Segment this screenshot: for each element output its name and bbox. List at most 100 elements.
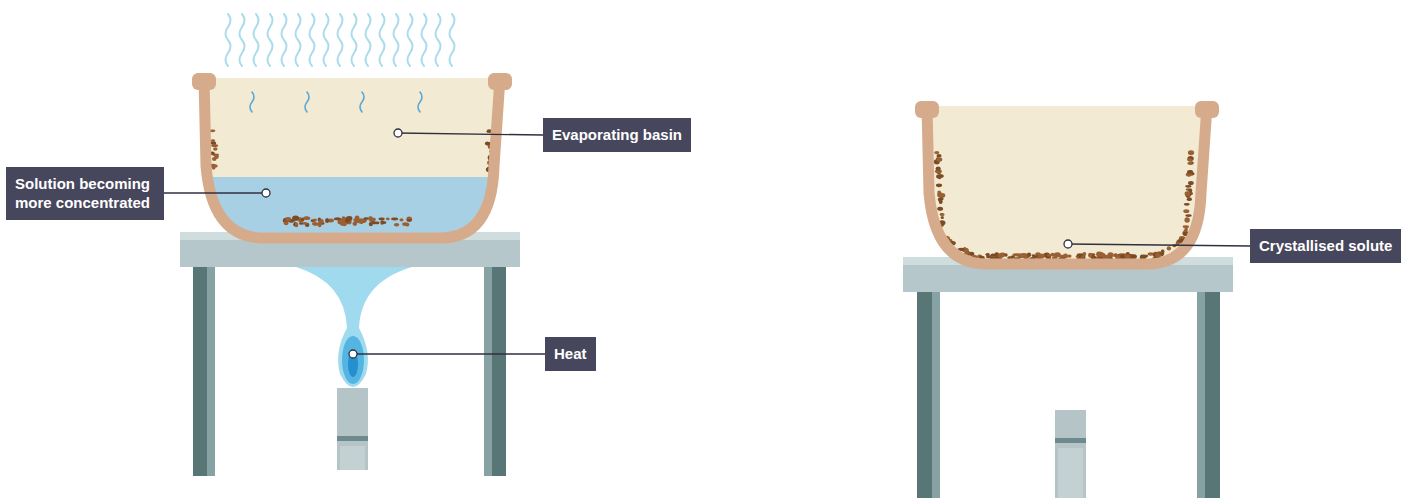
- crystal: [284, 221, 289, 225]
- tripod-stand: [1197, 290, 1220, 498]
- steam-wisp: [380, 14, 385, 66]
- crystal: [352, 222, 357, 226]
- leader-line: [1068, 244, 1250, 246]
- crystal: [1038, 254, 1044, 258]
- crystal: [1077, 253, 1083, 257]
- leader-lines: [164, 129, 1250, 358]
- bunsen-burner: [1055, 438, 1086, 443]
- crystal: [1102, 255, 1109, 259]
- evaporating-basin: [927, 106, 1207, 264]
- steam-wisp: [310, 14, 315, 66]
- steam-wisp: [296, 14, 301, 66]
- crystal: [381, 221, 386, 224]
- crystal: [299, 222, 304, 224]
- crystal: [313, 218, 317, 221]
- crystal: [1144, 255, 1148, 257]
- tripod-stand: [207, 265, 215, 476]
- label-text: Solution becoming more concentrated: [15, 174, 155, 213]
- bunsen-burner: [337, 436, 368, 441]
- crystal: [936, 166, 941, 170]
- crystal: [1187, 158, 1192, 162]
- label-text: Evaporating basin: [552, 125, 682, 145]
- crystal: [369, 222, 373, 226]
- callout-label: Heat: [545, 337, 596, 371]
- crystal: [359, 219, 363, 224]
- tripod-stand: [1197, 290, 1205, 498]
- callout-label: Evaporating basin: [543, 118, 691, 152]
- crystal: [936, 184, 942, 188]
- flame: [348, 351, 358, 377]
- crystal: [1161, 249, 1164, 253]
- crystal: [936, 157, 942, 162]
- label-text: Crystallised solute: [1259, 236, 1392, 256]
- crystal: [303, 216, 309, 219]
- steam-wisp: [450, 14, 455, 66]
- crystal: [938, 193, 945, 198]
- crystal: [285, 217, 291, 221]
- crystal: [391, 218, 398, 221]
- crystal: [1188, 181, 1194, 185]
- tripod-stand: [903, 257, 1233, 498]
- flame: [296, 267, 412, 387]
- crystal: [941, 216, 944, 219]
- crystal: [386, 218, 390, 221]
- evaporating-basin: [927, 106, 1207, 264]
- crystal: [1183, 209, 1189, 213]
- crystal: [407, 219, 412, 221]
- steam-wisp: [352, 14, 357, 66]
- crystal: [1185, 214, 1191, 217]
- steam-wisp: [324, 14, 329, 66]
- crystal: [1004, 253, 1007, 257]
- crystal: [1096, 251, 1101, 256]
- leader-line: [398, 133, 543, 135]
- callout-label: Crystallised solute: [1250, 229, 1401, 263]
- crystal: [1185, 191, 1191, 196]
- crystal: [211, 139, 215, 142]
- vapour-wisp: [305, 92, 309, 112]
- crystal: [211, 144, 218, 147]
- crystal: [940, 213, 945, 216]
- tripod-stand: [484, 265, 492, 476]
- crystal: [1027, 253, 1031, 256]
- crystal: [1188, 150, 1194, 155]
- tripod-stand: [484, 265, 506, 476]
- steam-wisp: [366, 14, 371, 66]
- bunsen-burner: [337, 388, 368, 470]
- crystal: [325, 218, 329, 223]
- steam-wisp: [240, 14, 245, 66]
- crystal: [936, 154, 941, 157]
- steam-wisp: [226, 14, 231, 66]
- crystal: [937, 207, 943, 211]
- crystal: [1027, 253, 1031, 257]
- crystal: [1124, 254, 1130, 258]
- crystal: [938, 174, 943, 177]
- tripod-stand: [932, 290, 940, 498]
- crystal: [399, 218, 403, 221]
- flame: [342, 336, 364, 384]
- crystal: [304, 217, 311, 220]
- crystal: [319, 219, 324, 224]
- leader-dot: [349, 350, 357, 358]
- vapour-wisps: [250, 92, 422, 112]
- evaporating-basin: [1195, 101, 1219, 118]
- leader-dot: [394, 129, 402, 137]
- evaporating-basin: [192, 73, 512, 247]
- crystal: [402, 222, 409, 226]
- crystal: [406, 217, 412, 223]
- crystal: [1184, 217, 1189, 223]
- crystal: [334, 217, 341, 220]
- leader-line: [164, 192, 266, 193]
- crystal: [1184, 203, 1190, 206]
- crystal: [358, 219, 365, 224]
- bunsen-burner: [1058, 448, 1083, 498]
- crystal: [342, 220, 345, 222]
- steam-wisp: [338, 14, 343, 66]
- crystal: [985, 253, 989, 256]
- crystal: [379, 218, 385, 221]
- evaporating-basin: [915, 101, 939, 118]
- vapour-wisp: [250, 92, 254, 112]
- bunsen-burner: [1055, 410, 1086, 498]
- crystal: [363, 217, 369, 220]
- evaporating-basin: [192, 73, 216, 90]
- steam-wisp: [254, 14, 259, 66]
